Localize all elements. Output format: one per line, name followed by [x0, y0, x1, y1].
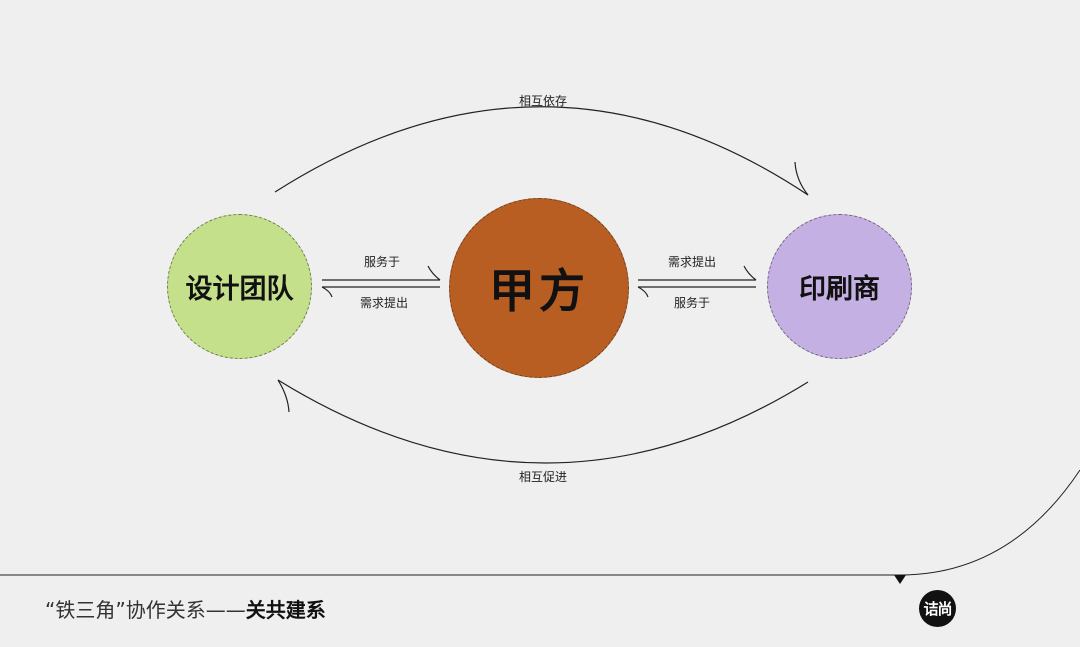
bottom-arc-connector [277, 379, 809, 464]
printer-to-client-arrow [637, 286, 756, 298]
footer-title-prefix: “铁三角”协作关系—— [45, 598, 246, 622]
client-to-printer-label: 需求提出 [667, 255, 717, 269]
bottom-arc-arrowhead [277, 379, 290, 413]
design-team-node: 设计团队 [167, 214, 312, 359]
printer-label: 印刷商 [799, 274, 880, 305]
printer-to-client-label: 服务于 [673, 296, 711, 310]
bottom-arc-label: 相互促进 [518, 470, 568, 484]
top-arc-label: 相互依存 [518, 94, 568, 108]
divider-notch-marker [894, 575, 906, 584]
brand-logo-text: 诘尚 [923, 600, 952, 618]
brand-logo: 诘尚 [919, 590, 956, 627]
footer-title-emphasis: 关共建系 [245, 598, 326, 622]
top-arc-arrowhead [794, 161, 809, 196]
client-label: 甲方 [489, 264, 589, 318]
design-team-label: 设计团队 [185, 274, 294, 305]
client-to-printer-arrow [638, 265, 757, 281]
printer-node: 印刷商 [767, 214, 912, 359]
design-to-client-label: 服务于 [363, 255, 401, 269]
client-to-design-arrow [321, 286, 440, 298]
footer-title: “铁三角”协作关系——关共建系 [45, 597, 326, 623]
client-to-design-label: 需求提出 [359, 296, 409, 310]
top-arc-connector [274, 106, 809, 196]
client-node: 甲方 [449, 198, 629, 378]
design-to-client-arrow [322, 265, 441, 281]
footer-divider-line [0, 469, 1080, 576]
